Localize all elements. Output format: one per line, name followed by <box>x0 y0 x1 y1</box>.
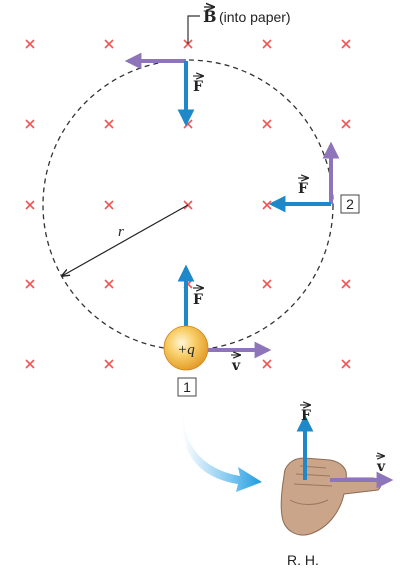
right-hand-icon: F v <box>280 405 394 536</box>
field-into-page-x <box>25 119 35 129</box>
force-label-bottom: F <box>193 292 203 308</box>
radius-line <box>62 204 189 276</box>
right-hand-label: R. H. <box>287 552 319 568</box>
position-2-box <box>340 194 360 214</box>
field-into-page-x <box>25 39 35 49</box>
position-1-box <box>177 377 197 397</box>
field-into-page-x <box>104 119 114 129</box>
field-into-page-x <box>25 200 35 210</box>
hand-velocity-label: v <box>376 459 386 475</box>
charge-particle <box>163 325 209 371</box>
top-position-vectors: F <box>124 52 203 127</box>
right-position-vectors: F 2 <box>268 141 360 214</box>
field-into-page-x <box>104 39 114 49</box>
field-into-page-x <box>262 39 272 49</box>
field-into-page-x <box>262 119 272 129</box>
field-into-page-x <box>262 359 272 369</box>
curved-arrow-icon <box>182 410 262 492</box>
field-into-page-x <box>341 279 351 289</box>
force-label-right: F <box>298 181 308 197</box>
field-into-page-x <box>25 279 35 289</box>
field-into-page-x <box>25 359 35 369</box>
position-2-label: 2 <box>346 196 354 212</box>
field-into-page-x <box>341 119 351 129</box>
field-symbol: B <box>203 7 217 26</box>
field-into-page-x <box>104 279 114 289</box>
field-into-page-x <box>262 200 272 210</box>
field-into-page-x <box>104 359 114 369</box>
hand-force-label: F <box>301 408 311 424</box>
force-label-top: F <box>193 79 203 95</box>
charge-label: +q <box>177 342 195 358</box>
field-label: B (into paper) <box>187 7 291 44</box>
field-into-page-x <box>104 200 114 210</box>
radius-label: r <box>118 224 124 240</box>
field-into-page-x <box>262 279 272 289</box>
field-direction-text: (into paper) <box>219 9 291 25</box>
velocity-label-bottom: v <box>231 358 241 374</box>
position-1-label: 1 <box>183 379 191 395</box>
field-into-page-x <box>341 359 351 369</box>
bottom-position-vectors: F v +q 1 <box>163 264 272 397</box>
field-into-page-x <box>341 39 351 49</box>
